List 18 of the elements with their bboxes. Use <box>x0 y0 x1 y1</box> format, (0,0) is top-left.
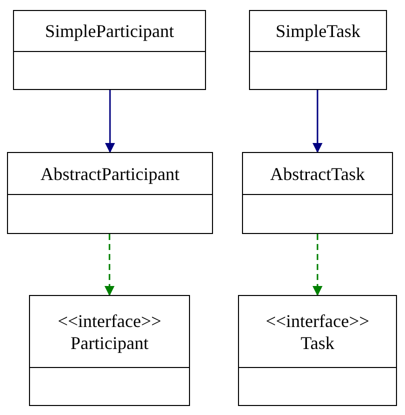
class-box <box>13 10 206 90</box>
arrow <box>105 90 115 153</box>
class-name: <<interface>> <box>58 310 162 332</box>
arrow <box>312 90 322 153</box>
class-box <box>7 152 213 234</box>
class-name: Task <box>300 332 334 354</box>
class-name: <<interface>> <box>266 310 370 332</box>
class-name: AbstractTask <box>270 162 365 184</box>
class-name: Participant <box>70 332 148 354</box>
class-box <box>29 295 190 406</box>
class-name: SimpleTask <box>276 20 360 42</box>
class-box <box>238 295 397 406</box>
arrow <box>312 234 322 296</box>
arrow <box>104 234 114 296</box>
class-name: SimpleParticipant <box>45 20 174 42</box>
class-box <box>242 152 393 234</box>
class-name: AbstractParticipant <box>40 162 180 184</box>
class-box <box>249 10 387 90</box>
